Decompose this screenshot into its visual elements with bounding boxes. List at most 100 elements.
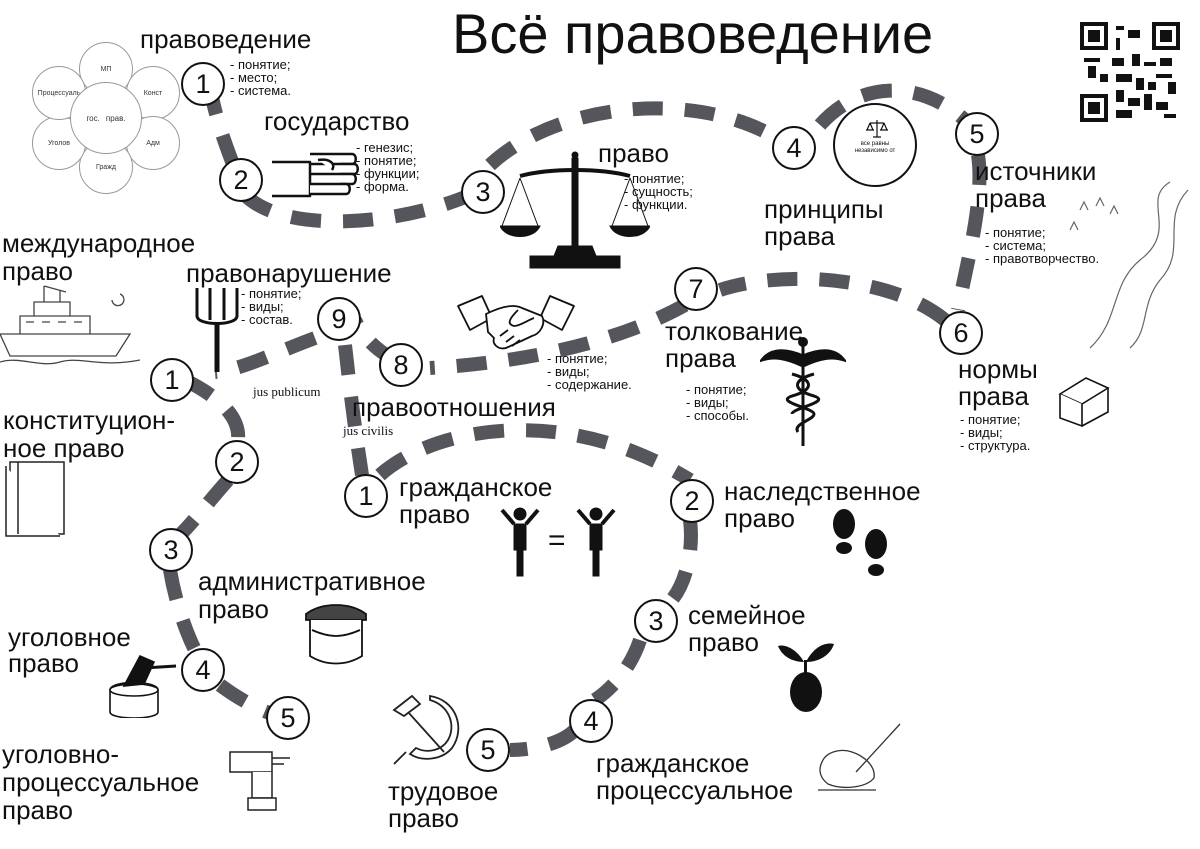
upper-node-2[interactable]: 2	[219, 158, 263, 202]
brick-icon	[1058, 377, 1110, 428]
private-node-1[interactable]: 1	[344, 474, 388, 518]
equality-badge-text: все равны независимо от	[854, 141, 896, 154]
list-item: - правотворчество.	[985, 251, 1100, 266]
upper-label-6: нормы права	[958, 356, 1038, 410]
writing-hand-icon	[818, 723, 901, 791]
public-label-5-line-1: уголовно-	[2, 739, 120, 769]
public-node-5[interactable]: 5	[266, 696, 310, 740]
international-law-line-2: право	[2, 256, 73, 286]
path-private-1-2	[375, 423, 694, 486]
list-item: - форма.	[356, 179, 409, 194]
private-label-5-line-1: трудовое	[388, 776, 499, 806]
list-item: - понятие;	[356, 153, 417, 168]
private-label-3: семейное право	[688, 602, 806, 656]
private-node-4[interactable]: 4	[569, 699, 613, 743]
upper-items-6: - понятие;- виды;- структура.	[960, 413, 1030, 452]
path-jus-publicum	[214, 331, 318, 379]
scales-icon	[500, 151, 650, 269]
path-private-4-5	[509, 724, 580, 757]
private-label-4: гражданское процессуальное	[596, 750, 793, 804]
upper-label-7-line-1: толкование	[665, 316, 804, 346]
public-label-5-line-2: процессуальное	[2, 767, 200, 797]
path-upper-5-6	[951, 153, 987, 312]
public-label-1-line-1: конституцион-	[3, 405, 176, 435]
public-node-1[interactable]: 1	[150, 358, 194, 402]
list-item: - виды;	[960, 425, 1003, 440]
path-jus-civilis	[338, 344, 369, 477]
upper-node-4[interactable]: 4	[772, 126, 816, 170]
caduceus-icon	[760, 337, 846, 446]
page-title: Всё правоведение	[452, 2, 934, 65]
handshake-icon	[457, 295, 575, 350]
footprints-icon	[833, 509, 887, 576]
private-node-3[interactable]: 3	[634, 599, 678, 643]
upper-node-5[interactable]: 5	[955, 112, 999, 156]
path-upper-4-5	[814, 83, 970, 130]
private-label-2-line-2: право	[724, 503, 795, 533]
upper-items-7: - понятие;- виды;- способы.	[686, 383, 749, 422]
upper-node-7[interactable]: 7	[674, 267, 718, 311]
public-label-3: административное право	[198, 567, 426, 623]
upper-node-9[interactable]: 9	[317, 297, 361, 341]
path-upper-7-8	[429, 298, 689, 375]
public-label-1-line-2: ное право	[3, 433, 125, 463]
upper-items-5: - понятие;- система;- правотворчество.	[985, 226, 1099, 265]
private-node-2[interactable]: 2	[670, 479, 714, 523]
flower-petal: Уголов	[32, 116, 86, 170]
upper-node-8[interactable]: 8	[379, 343, 423, 387]
sprout-icon	[778, 643, 834, 712]
public-label-4-line-1: уголовное	[8, 622, 131, 652]
public-node-2[interactable]: 2	[215, 440, 259, 484]
private-label-1-line-2: право	[399, 499, 470, 529]
list-item: - сущность;	[624, 184, 693, 199]
flower-diagram-icon: МП Конст Адм Гражд Уголов Процессуаль го…	[30, 42, 180, 194]
path-upper-3-4	[485, 101, 784, 171]
upper-label-4-line-2: права	[764, 221, 835, 251]
list-item: - место;	[230, 70, 278, 85]
list-item: - система.	[230, 83, 292, 98]
people-equal-icon	[500, 507, 616, 577]
small-scales-icon	[866, 120, 888, 138]
jus-civilis-label: jus civilis	[343, 423, 394, 438]
list-item: - генезис;	[356, 140, 414, 155]
equality-badge: все равны независимо от	[833, 103, 917, 187]
qr-code-icon[interactable]	[1080, 22, 1180, 122]
private-label-4-line-2: процессуальное	[596, 775, 794, 805]
list-item: - виды;	[241, 299, 284, 314]
public-label-3-line-1: административное	[198, 566, 426, 596]
private-node-5[interactable]: 5	[466, 728, 510, 772]
upper-label-5-line-1: источники	[975, 156, 1097, 186]
list-item: - функции.	[624, 197, 688, 212]
upper-node-3[interactable]: 3	[461, 170, 505, 214]
upper-label-7: толкование права	[665, 318, 803, 372]
list-item: - понятие;	[686, 382, 747, 397]
list-item: - структура.	[960, 438, 1031, 453]
list-item: - способы.	[686, 408, 749, 423]
public-label-4: уголовное право	[8, 624, 131, 676]
list-item: - функции;	[356, 166, 420, 181]
equals-sign: =	[548, 524, 566, 557]
upper-items-2: - генезис;- понятие;- функции;- форма.	[356, 141, 419, 193]
private-label-5-line-2: право	[388, 803, 459, 833]
public-node-3[interactable]: 3	[149, 528, 193, 572]
public-label-3-line-2: право	[198, 594, 269, 624]
upper-label-5: источники права	[975, 158, 1096, 212]
upper-node-6[interactable]: 6	[939, 311, 983, 355]
private-label-5: трудовое право	[388, 778, 498, 832]
upper-node-1[interactable]: 1	[181, 62, 225, 106]
list-item: - понятие;	[230, 57, 291, 72]
private-label-2-line-1: наследственное	[724, 476, 921, 506]
international-law-line-1: международное	[2, 228, 196, 258]
private-label-1: гражданское право	[399, 474, 552, 528]
upper-label-8: правоотношения	[352, 392, 556, 422]
upper-label-6-line-2: права	[958, 381, 1029, 411]
private-label-3-line-1: семейное	[688, 600, 806, 630]
list-item: - понятие;	[960, 412, 1021, 427]
book-icon	[5, 461, 65, 537]
flower-center-right: прав.	[105, 113, 126, 123]
list-item: - понятие;	[624, 171, 685, 186]
public-node-4[interactable]: 4	[181, 648, 225, 692]
list-item: - понятие;	[547, 351, 608, 366]
jus-publicum-label: jus publicum	[253, 384, 321, 399]
